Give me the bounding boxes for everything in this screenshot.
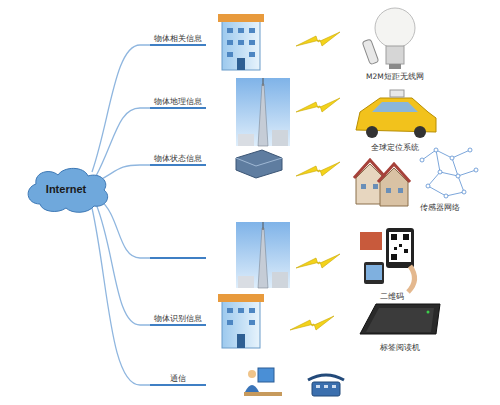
building-icon [218, 294, 264, 348]
branch-label: 物体相关信息 [154, 34, 202, 43]
taxi-car [356, 90, 436, 138]
branch-label: 标签阅读机 [380, 343, 420, 352]
branch-bars [150, 45, 206, 385]
wireless-bolt [290, 32, 340, 330]
caption-label: M2M短距无线网 [366, 72, 424, 81]
tower-icon [236, 78, 290, 146]
building-icon [218, 14, 264, 70]
computer-user-icon [244, 368, 282, 396]
qr-code-scene [360, 228, 415, 292]
caption-label: 通信 [170, 374, 186, 383]
tag-reader [360, 304, 440, 334]
caption-label: 物体识别信息 [154, 314, 202, 323]
branch-label: 物体地理信息 [154, 97, 202, 106]
smart-bulb [362, 8, 415, 69]
cloud-node: Internet [22, 164, 110, 214]
telephone-icon [308, 375, 344, 396]
caption-label: 二维码 [380, 292, 404, 301]
tower-icon [236, 222, 290, 288]
houses [354, 160, 410, 206]
gateway-device [236, 150, 282, 178]
branch-lines [92, 45, 206, 385]
caption-label: 全球定位系统 [371, 143, 419, 152]
node-label: Internet [22, 183, 110, 195]
sensor-graph [420, 148, 478, 198]
branch-label: 物体状态信息 [154, 154, 202, 163]
caption-label: 传感器网络 [420, 203, 460, 212]
